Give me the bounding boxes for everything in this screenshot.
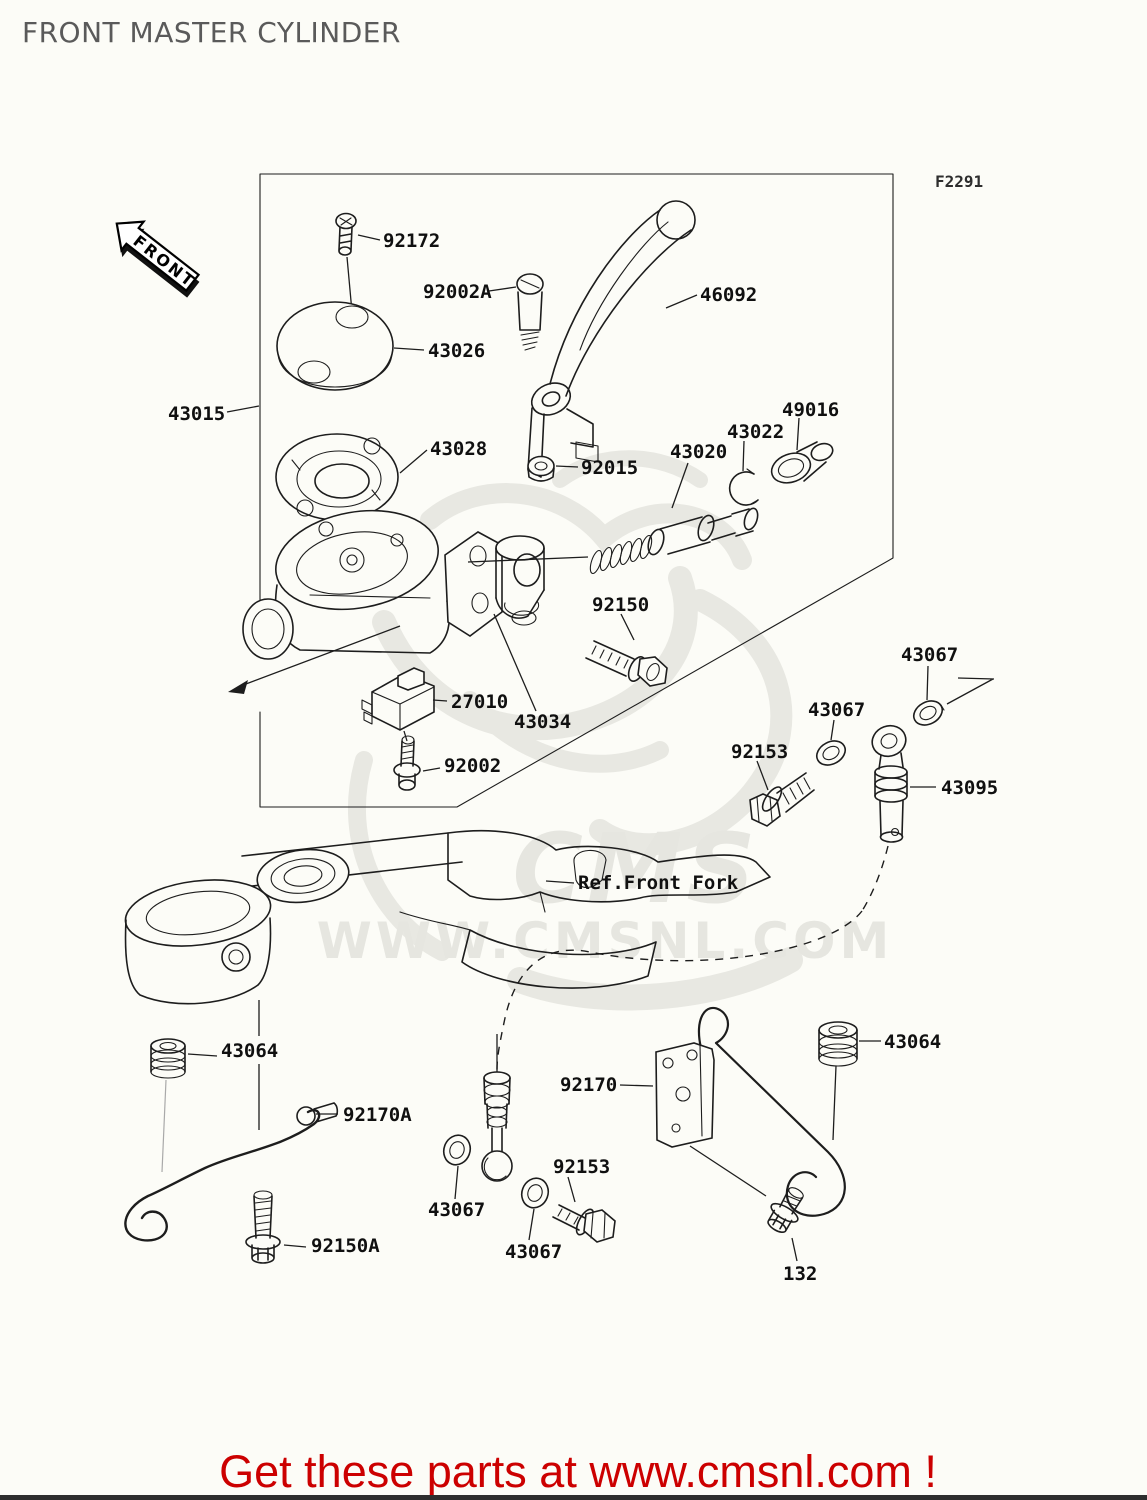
figure-code: F2291 [935,172,983,191]
footer-promo-text: Get these parts at www.cmsnl.com ! [219,1446,937,1497]
grommet-right-drawing [818,1021,858,1141]
label-43095: 43095 [941,777,998,799]
label-92170: 92170 [560,1074,617,1096]
label-43034: 43034 [514,711,571,733]
label-43067-top: 43067 [901,644,958,666]
front-fork-reference-drawing [124,829,771,1005]
label-43067-ll: 43067 [428,1199,485,1221]
washer-middle-drawing [815,740,847,766]
banjo-bolt-right-drawing [749,772,815,827]
master-cylinder-body-drawing [242,509,503,660]
diaphragm-plate-drawing [275,433,399,521]
clamp-bolt-drawing [585,640,668,687]
leader-lines [187,234,995,1262]
washer-lower-left-drawing [442,1134,472,1166]
banjo-bolt-lower-drawing [552,1204,616,1243]
label-43028: 43028 [430,438,487,460]
dust-boot-drawing [770,441,834,484]
label-43064-right: 43064 [884,1031,941,1053]
label-92153-right: 92153 [731,741,788,763]
assembly-box [259,173,894,808]
circlip-drawing [728,468,759,506]
switch-screw-drawing [393,735,421,791]
watermark-url: WWW.CMSNL.COM [317,912,894,970]
label-43026: 43026 [428,340,485,362]
adjuster-plunger-drawing [481,1034,513,1182]
front-arrow-label: FRONT [130,231,200,291]
pivot-locknut-drawing [527,455,555,482]
label-92172: 92172 [383,230,440,252]
flange-bolt-drawing [245,1190,281,1264]
label-43015: 43015 [168,403,225,425]
label-92153-lower: 92153 [553,1156,610,1178]
mounting-pointer [228,625,401,694]
label-132: 132 [783,1263,817,1285]
reservoir-cap-drawing [276,301,394,391]
front-direction-arrow: FRONT [115,220,201,298]
piston-assembly-drawing [467,507,759,575]
brake-switch-drawing [361,667,435,742]
label-43022: 43022 [727,421,784,443]
label-43020: 43020 [670,441,727,463]
label-92170A: 92170A [343,1104,412,1126]
label-27010: 27010 [451,691,508,713]
lever-pivot-bolt-drawing [516,273,544,351]
reservoir-cap-screw-drawing [335,212,357,313]
spring-hook-drawing [124,1079,339,1242]
washer-lower-middle-drawing [520,1177,550,1209]
page-title: FRONT MASTER CYLINDER [22,16,401,49]
watermark-brand: CMS [512,813,759,925]
label-92002: 92002 [444,755,501,777]
label-ref-front-fork: Ref.Front Fork [578,872,739,894]
bracket-bolt-drawing [767,1187,804,1233]
grommet-left-drawing [150,1038,186,1079]
label-92150A: 92150A [311,1235,380,1257]
label-92002A: 92002A [423,281,492,303]
part-labels: 92172 92002A 46092 43026 43015 43028 920… [168,230,998,1285]
label-46092: 46092 [700,284,757,306]
washer-upper-right-drawing [912,700,945,726]
label-92015: 92015 [581,457,638,479]
label-43067-mid: 43067 [808,699,865,721]
label-49016: 49016 [782,399,839,421]
label-92150: 92150 [592,594,649,616]
label-43064-left: 43064 [221,1040,278,1062]
handlebar-clamp-drawing [495,535,545,626]
brake-lever-drawing [527,200,696,478]
hose-bracket-drawing [655,1007,846,1217]
brake-hose-drawing [861,724,908,912]
bottom-edge-bar [0,1495,1147,1500]
hose-routing-curve [496,910,863,1071]
label-43067-lm: 43067 [505,1241,562,1263]
